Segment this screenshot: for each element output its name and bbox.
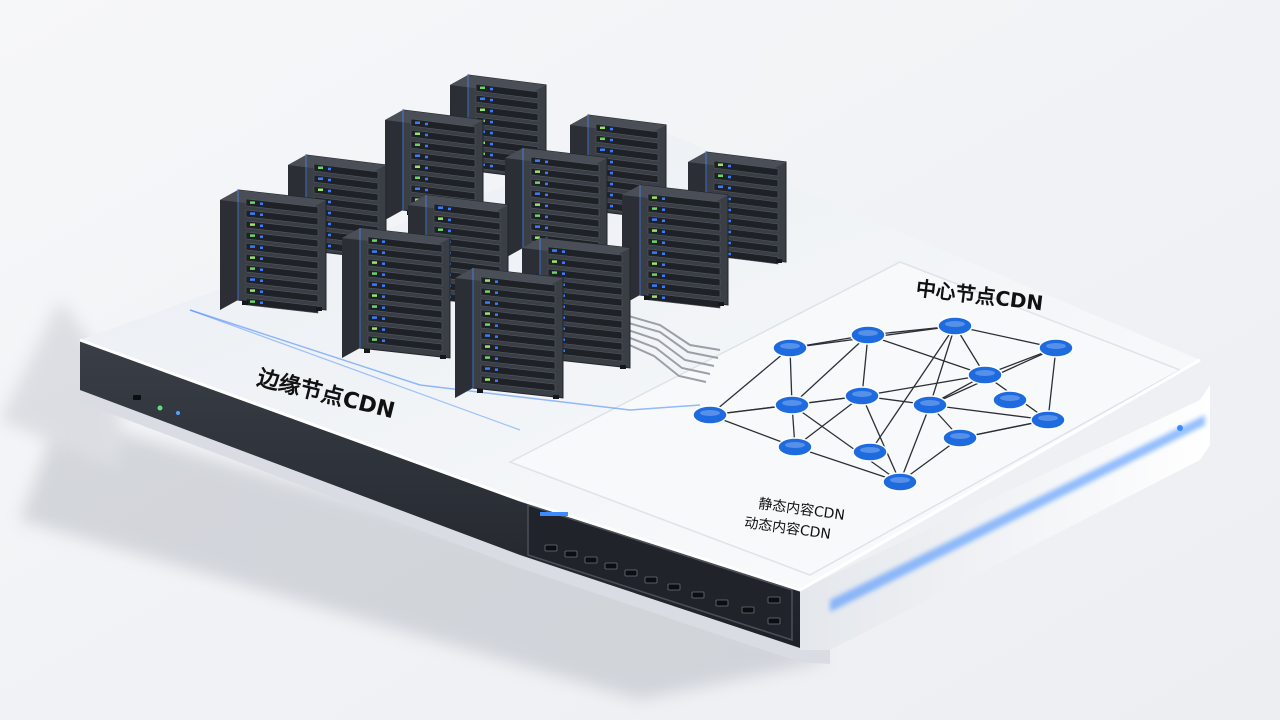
network-link — [861, 334, 869, 397]
network-node — [967, 365, 1003, 385]
network-port — [644, 576, 658, 584]
network-port — [584, 556, 598, 564]
status-led-green — [157, 405, 163, 411]
network-link — [954, 325, 1057, 349]
network-link — [709, 347, 791, 416]
server-rack — [220, 189, 327, 314]
network-link — [794, 395, 863, 448]
network-link — [791, 334, 869, 406]
network-port — [667, 583, 681, 591]
network-link — [861, 374, 986, 397]
network-node — [777, 437, 813, 457]
network-nodes — [692, 316, 1074, 492]
network-link — [861, 395, 901, 483]
network-node — [937, 316, 973, 336]
port-bay-indicator — [540, 512, 568, 516]
network-node — [1030, 410, 1066, 430]
network-port — [767, 596, 781, 604]
cable-bundle — [624, 314, 721, 383]
network-link — [899, 404, 931, 483]
network-link — [1047, 347, 1057, 421]
network-node — [850, 325, 886, 345]
server-rack — [622, 184, 729, 309]
network-port — [604, 562, 618, 570]
network-port — [691, 591, 705, 599]
network-port — [715, 599, 729, 607]
network-node — [882, 472, 918, 492]
network-node — [852, 442, 888, 462]
network-node — [844, 386, 880, 406]
network-node — [692, 405, 728, 425]
network-node — [772, 338, 808, 358]
server-racks — [220, 74, 787, 399]
network-link — [929, 325, 956, 406]
network-node — [942, 428, 978, 448]
status-led-blue — [176, 411, 180, 415]
network-link — [867, 334, 986, 376]
network-port — [564, 550, 578, 558]
network-port — [767, 617, 781, 625]
network-link — [869, 325, 956, 453]
network-node — [912, 395, 948, 415]
server-rack — [455, 267, 564, 399]
network-port — [741, 606, 755, 614]
network-port — [624, 569, 638, 577]
network-port — [544, 544, 558, 552]
server-rack — [342, 227, 451, 359]
network-link — [929, 404, 1049, 421]
ports — [540, 512, 781, 625]
network-link — [794, 446, 901, 483]
power-port — [133, 395, 141, 400]
right-status-led — [1177, 425, 1183, 431]
network-node — [992, 390, 1028, 410]
network-node — [1038, 338, 1074, 358]
network-link — [791, 404, 901, 483]
network-node — [774, 395, 810, 415]
